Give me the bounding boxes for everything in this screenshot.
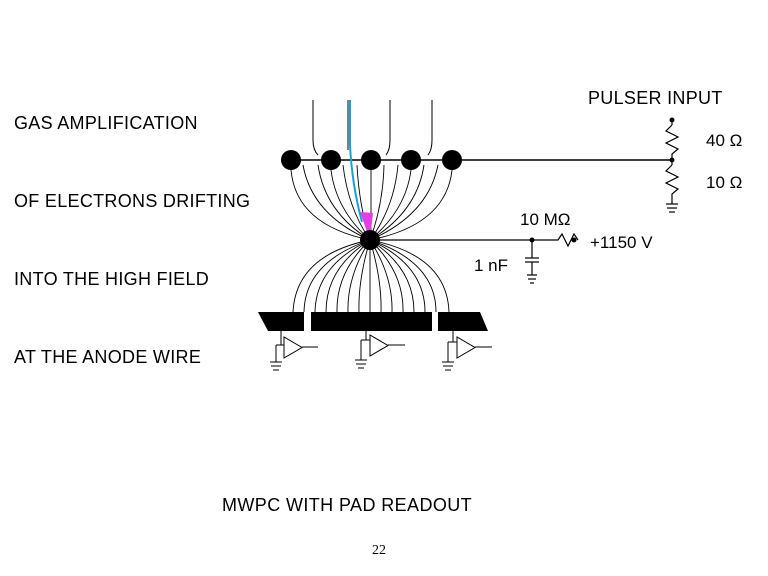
resistor-10-ohm-label: 10 Ω [706, 173, 743, 192]
preamp-1 [270, 331, 318, 371]
lower-field-lines [292, 239, 450, 313]
preamps [270, 331, 492, 371]
preamp-3 [442, 331, 492, 371]
hv-network [380, 232, 579, 284]
resistor-40-ohm-label: 40 Ω [706, 131, 743, 150]
cathode-wires [281, 150, 462, 170]
drift-field-lines [312, 100, 433, 156]
cathode-pads [258, 312, 488, 331]
cathode-wire-2 [321, 150, 341, 170]
preamp-2 [355, 331, 405, 369]
pulser-input-label: PULSER INPUT [588, 88, 723, 108]
high-voltage-label: +1150 V [590, 233, 653, 252]
cathode-wire-1 [281, 150, 301, 170]
cathode-wire-4 [401, 150, 421, 170]
pad-center [311, 312, 432, 331]
pad-right [438, 312, 488, 331]
pulser-divider [664, 120, 680, 213]
page-number: 22 [372, 543, 386, 558]
cathode-wire-5 [442, 150, 462, 170]
anode-wire [360, 230, 380, 250]
diagram-caption: GAS AMPLIFICATION OF ELECTRONS DRIFTING … [14, 58, 250, 396]
cathode-wire-3 [361, 150, 381, 170]
resistor-10-megaohm-label: 10 MΩ [520, 210, 571, 229]
caption-line-1: GAS AMPLIFICATION [14, 113, 198, 133]
slide-footer-title: MWPC WITH PAD READOUT [222, 495, 473, 515]
electron-drift-track [349, 100, 363, 223]
capacitor-1nf-label: 1 nF [474, 256, 509, 275]
caption-line-3: INTO THE HIGH FIELD [14, 269, 210, 289]
caption-line-4: AT THE ANODE WIRE [14, 347, 202, 367]
pad-left [258, 312, 304, 331]
caption-line-2: OF ELECTRONS DRIFTING [14, 191, 251, 211]
upper-field-lines [290, 164, 453, 241]
